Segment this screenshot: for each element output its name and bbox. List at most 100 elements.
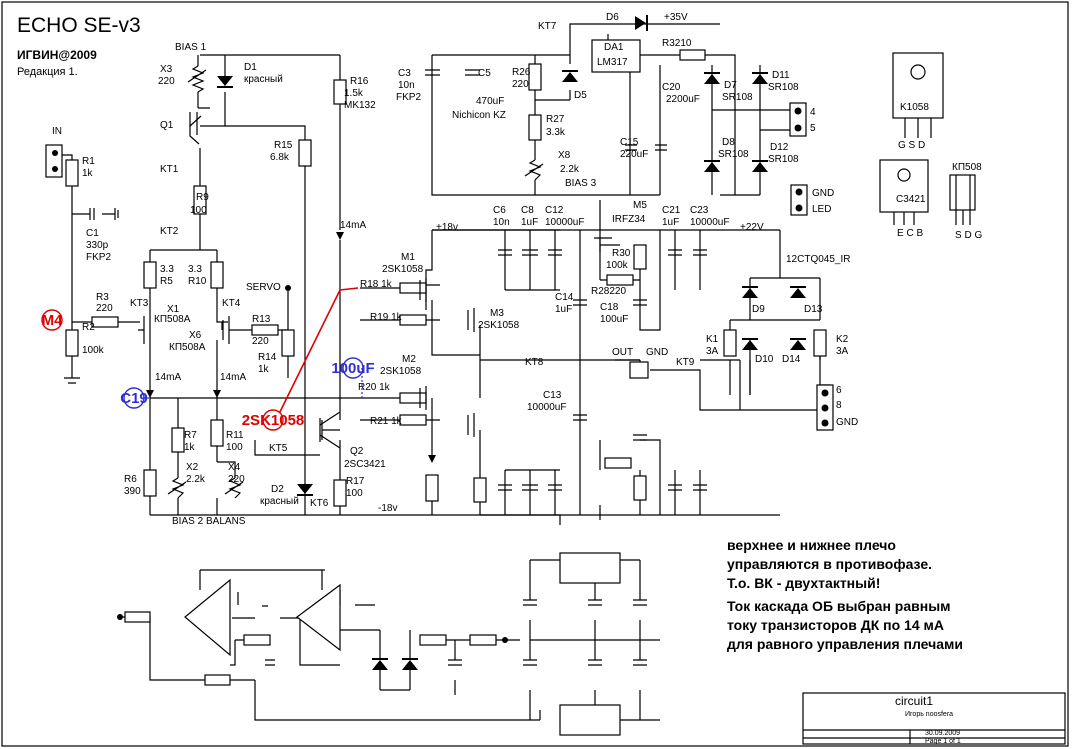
marker-minus-1: C19 [120,390,148,407]
label-x6: X6 [189,330,202,341]
label-m1: M1 [401,252,415,263]
label-k1058: K1058 [900,102,929,113]
label-t4: 4 [810,107,816,118]
label-x2v: 2.2k [186,474,206,485]
label-bias3: BIAS 3 [565,178,597,189]
label-d11: D11 [772,70,790,81]
label-m5: M5 [633,200,647,211]
label-t6: 6 [836,385,842,396]
label-r21: R21 1k [370,416,403,427]
label-k1: K1 [706,334,719,345]
label-c1: C1 [86,228,99,239]
label-gnd3: GND [836,417,858,428]
label-q2: Q2 [350,446,364,457]
label-x1: X1 [167,304,180,315]
label-kt4: KT4 [222,298,241,309]
label-kt2: KT2 [160,226,179,237]
label-r10: R10 [188,276,207,287]
label-r2v: 100k [82,345,105,356]
label-c6v: 10n [493,217,510,228]
label-d12t: SR108 [768,154,799,165]
label-r27v: 3.3k [546,127,566,138]
label-r26v: 220 [512,79,529,90]
label-r13: R13 [252,314,271,325]
component-labels: BIAS 1X3220D1красныйINR11kQ1KT1R9100KT2C… [52,12,982,527]
label-d8: D8 [722,137,735,148]
label-c13v: 10000uF [527,402,566,413]
label-d5: D5 [574,90,587,101]
label-gsd: G S D [898,140,925,151]
label-x3: X3 [160,64,173,75]
label-x4v: 220 [228,474,245,485]
label-c15v: 220uF [620,149,648,160]
label-c5v: 470uF [476,96,504,107]
label-d11t: SR108 [768,82,799,93]
label-m3: M3 [490,308,504,319]
label-c8: C8 [521,205,534,216]
label-d9: D9 [752,304,765,315]
schematic-author: ИГВИН@2009 [17,48,97,62]
label-k2: K2 [836,334,849,345]
schematic-revision: Редакция 1. [17,66,78,78]
label-r18: R18 1k [360,279,393,290]
label-p35: +35V [664,12,688,23]
label-c20v: 2200uF [666,94,700,105]
label-t8: 8 [836,400,842,411]
label-gnd2: GND [646,347,668,358]
label-r9v: 100 [190,205,207,216]
label-d13: D13 [804,304,823,315]
label-x3v: 220 [158,76,175,87]
components [41,15,976,736]
label-r1: R1 [82,156,95,167]
label-c23v: 10000uF [690,217,729,228]
label-r11: R11 [226,430,244,441]
label-c5t: Nichicon KZ [452,110,506,121]
label-r3: R3 [96,292,109,303]
label-led: LED [812,204,831,215]
label-r15: R15 [274,140,293,151]
label-c21: C21 [662,205,681,216]
label-d1c: красный [244,74,283,85]
label-kt6: KT6 [310,498,329,509]
label-r10v: 3.3 [188,264,202,275]
label-c13: C13 [543,390,562,401]
label-c5: C5 [478,68,491,79]
label-m1t: 2SK1058 [382,264,424,275]
note-line-2: управляются в противофазе. [727,556,932,572]
label-balans: BALANS [206,516,246,527]
label-da1: DA1 [604,42,624,53]
label-c18v: 100uF [600,314,628,325]
label-r5v: 3.3 [160,264,174,275]
label-i14b: 14mA [220,372,246,383]
label-r11v: 100 [226,442,243,453]
label-r3v: 220 [96,303,113,314]
label-c12v: 10000uF [545,217,584,228]
label-m5t: IRFZ34 [612,214,646,225]
marker-plus-1: M4 [42,312,63,329]
marker-plus-2: 2SK1058 [242,412,305,429]
label-kt5: KT5 [269,443,288,454]
label-c12: C12 [545,205,564,216]
label-r20: R20 1k [358,382,391,393]
label-d8t: SR108 [718,149,749,160]
label-x2: X2 [186,462,199,473]
label-in: IN [52,126,62,137]
label-r13v: 220 [252,336,269,347]
note-line-5: току транзисторов ДК по 14 мА [727,617,944,633]
label-d2: D2 [271,484,284,495]
label-r28: R28220 [591,286,626,297]
label-m18a: -18v [378,503,397,514]
label-r30v: 100k [606,260,629,271]
label-q2t: 2SC3421 [344,459,386,470]
label-r7: R7 [184,430,197,441]
label-r26: R26 [512,67,531,78]
label-i14a: 14mA [155,372,181,383]
label-p18: +18v [436,222,458,233]
label-r16t: MK132 [344,100,376,111]
label-c21v: 1uF [662,217,679,228]
label-m2t: 2SK1058 [380,366,422,377]
label-i14c: 14mA [340,220,366,231]
note-line-3: Т.о. ВК - двухтактный! [727,575,881,591]
schematic-title: ECHO SE-v3 [17,14,141,37]
